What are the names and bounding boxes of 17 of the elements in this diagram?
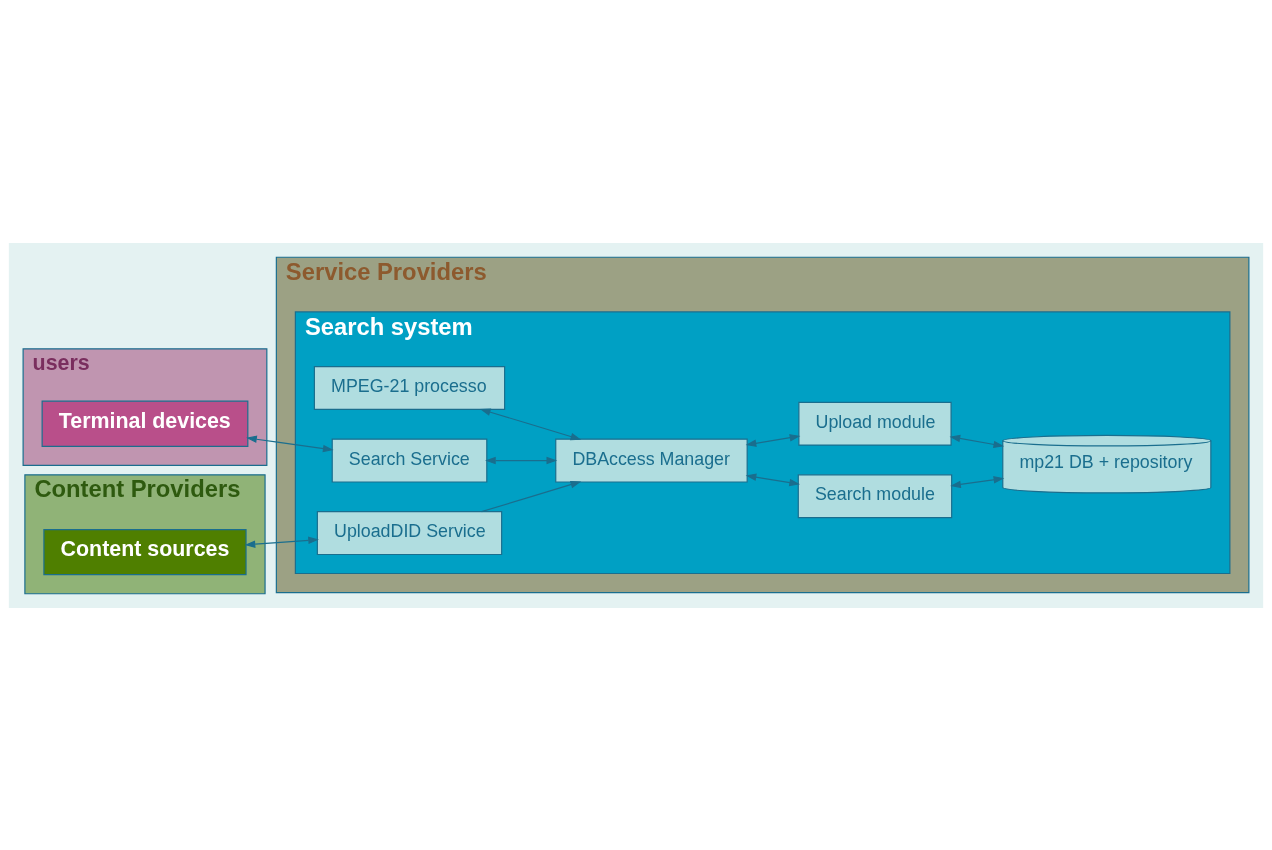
node-box: Terminal devices — [41, 400, 249, 447]
node-box: DBAccess Manager — [555, 438, 748, 483]
arrow — [745, 473, 801, 486]
node-box: MPEG-21 processo — [313, 365, 506, 410]
arrow — [485, 456, 558, 464]
arrow — [950, 475, 1005, 488]
node-box: Upload module — [798, 401, 952, 446]
arrow — [479, 408, 582, 440]
arrow — [745, 433, 801, 447]
arrow — [246, 435, 334, 452]
arrow — [481, 480, 582, 512]
node-box: UploadDID Service — [316, 510, 503, 555]
node-box: Content sources — [43, 528, 247, 575]
arrow — [244, 536, 319, 548]
arrow — [949, 434, 1005, 448]
node-box: Search module — [797, 473, 953, 518]
node-box: Search Service — [331, 438, 488, 483]
